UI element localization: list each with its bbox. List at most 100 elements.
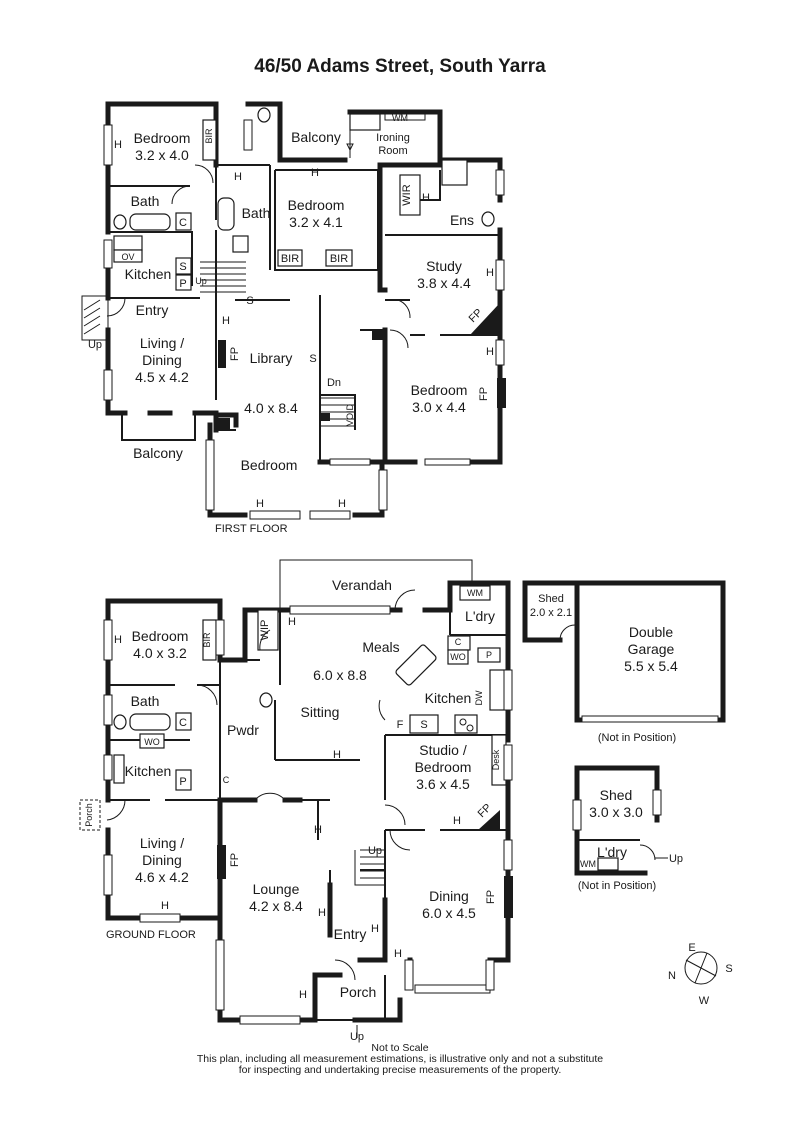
ff-fp2-mark: FP [229, 347, 241, 361]
garage-note: (Not in Position) [598, 732, 676, 744]
garage-dims: 5.5 x 5.4 [624, 658, 678, 674]
gf-desk-mark: Desk [491, 749, 501, 770]
gf-living1-name: Living / [140, 835, 184, 851]
ff-library-dims: 4.0 x 8.4 [244, 400, 298, 416]
gf-meals-dims: 6.0 x 8.8 [313, 667, 367, 683]
ff-s-mark: S [179, 261, 186, 273]
ff-bir2: BIR [281, 253, 299, 265]
gf-dining-dims: 6.0 x 4.5 [422, 905, 476, 921]
ff-bir3: BIR [330, 253, 348, 265]
ff-s2-mark: S [246, 295, 253, 307]
disclaimer-line1: This plan, including all measurement est… [196, 1053, 604, 1065]
gf-fp3-mark: FP [485, 890, 497, 904]
ff-floor-label: FIRST FLOOR [215, 523, 288, 535]
gf-up1-mark: Up [368, 845, 382, 857]
shed-large-wm: WM [580, 859, 596, 869]
ff-void-mark: VOID [345, 404, 355, 427]
gf-h2: H [114, 634, 122, 646]
ff-wm-mark: WM [392, 113, 408, 123]
gf-kitchen1-name: Kitchen [125, 763, 172, 779]
scale-note: Not to Scale [371, 1042, 429, 1054]
ff-bath2-name: Bath [242, 205, 271, 221]
ff-bath1-name: Bath [131, 193, 160, 209]
ground-floor-plan: Bedroom 4.0 x 3.2 BIR Bath C WO Kitchen … [79, 559, 513, 1043]
first-floor-plan: Bedroom 3.2 x 4.0 BIR Bath C Kitchen OV … [81, 101, 506, 535]
shed-small-name: Shed [538, 593, 564, 605]
ff-up2-mark: Up [195, 276, 207, 286]
ff-c-mark: C [179, 217, 187, 229]
ff-bedroom3-name: Bedroom [241, 457, 298, 473]
gf-p-mark: P [179, 776, 186, 788]
ff-h5: H [311, 167, 319, 179]
ff-h4: H [486, 267, 494, 279]
gf-porch1-name: Porch [84, 803, 94, 827]
gf-h9: H [394, 948, 402, 960]
compass-w: W [699, 995, 710, 1007]
gf-lounge-dims: 4.2 x 8.4 [249, 898, 303, 914]
outbuildings: Shed 2.0 x 2.1 Double Garage 5.5 x 5.4 (… [522, 580, 726, 892]
compass: E N S W [668, 942, 733, 1007]
ff-wir-mark: WIR [401, 184, 413, 205]
shed-large-ldry: L'dry [597, 844, 627, 860]
ff-living1-dims: 4.5 x 4.2 [135, 369, 189, 385]
gf-h7: H [318, 907, 326, 919]
ff-ironing-name2: Room [378, 145, 407, 157]
gf-bath1-name: Bath [131, 693, 160, 709]
ff-balcony2-name: Balcony [291, 129, 341, 145]
ff-ens-name: Ens [450, 212, 474, 228]
gf-dining-name: Dining [429, 888, 469, 904]
gf-h6: H [314, 824, 322, 836]
gf-pwdr-name: Pwdr [227, 722, 259, 738]
gf-c3-mark: C [223, 775, 230, 785]
plan-title: 46/50 Adams Street, South Yarra [254, 56, 546, 77]
ff-bedroom2-dims: 3.2 x 4.1 [289, 214, 343, 230]
shed-small-dims: 2.0 x 2.1 [530, 607, 572, 619]
gf-sitting-name: Sitting [301, 704, 340, 720]
gf-studio-name: Studio / [419, 742, 467, 758]
gf-h4: H [333, 749, 341, 761]
gf-fp1-mark: FP [476, 802, 494, 820]
gf-wip-mark: WIP [259, 620, 271, 641]
gf-wo2-mark: WO [450, 652, 466, 662]
ff-bedroom1-name: Bedroom [134, 130, 191, 146]
shed-large-dims: 3.0 x 3.0 [589, 804, 643, 820]
gf-living1-dims: 4.6 x 4.2 [135, 869, 189, 885]
gf-wo-mark: WO [144, 737, 160, 747]
ff-balcony1-name: Balcony [133, 445, 183, 461]
ff-study-name: Study [426, 258, 462, 274]
gf-bedroom1-name: Bedroom [132, 628, 189, 644]
gf-f-mark: F [397, 719, 404, 731]
ff-bedroom1-dims: 3.2 x 4.0 [135, 147, 189, 163]
gf-h5: H [453, 815, 461, 827]
gf-fp2-mark: FP [229, 853, 241, 867]
ff-s3-mark: S [309, 353, 316, 365]
ff-h8: H [234, 171, 242, 183]
gf-h1: H [161, 900, 169, 912]
ff-h7: H [222, 315, 230, 327]
ff-fp3-mark: FP [478, 387, 490, 401]
ff-h1: H [256, 498, 264, 510]
gf-verandah-name: Verandah [332, 577, 392, 593]
gf-bedroom1-dims: 4.0 x 3.2 [133, 645, 187, 661]
compass-s: S [725, 963, 732, 975]
ff-bedroom4-name: Bedroom [411, 382, 468, 398]
ff-bedroom4-dims: 3.0 x 4.4 [412, 399, 466, 415]
gf-h3: H [288, 616, 296, 628]
gf-c2-mark: C [455, 637, 462, 647]
ff-library-name: Library [250, 350, 293, 366]
garage-name: Double [629, 624, 674, 640]
ff-kitchen1-name: Kitchen [125, 266, 172, 282]
compass-e: E [688, 942, 695, 954]
gf-p2-mark: P [486, 650, 492, 660]
ff-p-mark: P [179, 278, 186, 290]
shed-large-up: Up [669, 853, 683, 865]
ff-bir1: BIR [204, 128, 214, 144]
ff-ironing-name: Ironing [376, 132, 410, 144]
ff-h2: H [338, 498, 346, 510]
ff-entry1-name: Entry [136, 302, 169, 318]
gf-s-mark: S [420, 719, 427, 731]
ff-up-mark: Up [88, 339, 102, 351]
ff-living1-name: Living / [140, 335, 184, 351]
shed-large-name: Shed [600, 787, 633, 803]
gf-meals-name: Meals [362, 639, 399, 655]
